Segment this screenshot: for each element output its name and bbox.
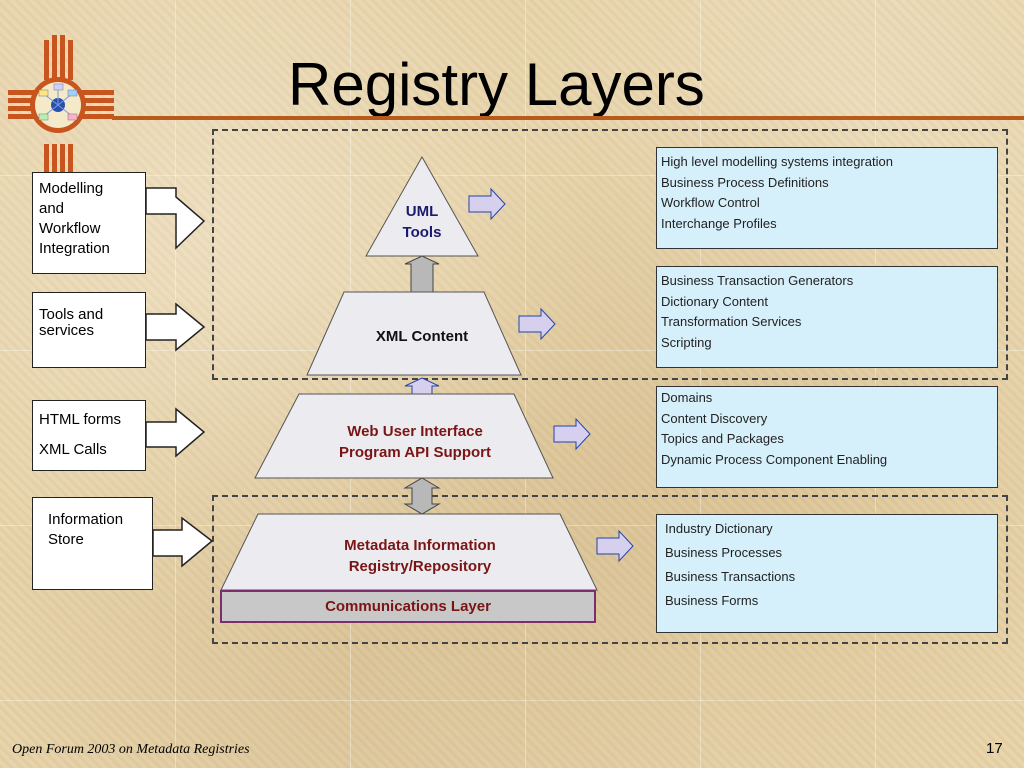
left-box-information-store: Information Store xyxy=(32,497,153,590)
uml-tools-label: UML Tools xyxy=(382,201,462,243)
left-box-line: Integration xyxy=(39,240,110,257)
right-arrow xyxy=(518,307,556,341)
double-arrow-connector xyxy=(403,477,441,515)
left-arrow xyxy=(145,187,206,250)
metadata-label-line: Registry/Repository xyxy=(348,558,492,575)
web-ui-label-line: Program API Support xyxy=(339,444,491,461)
info-box-web: Domains Content Discovery Topics and Pac… xyxy=(656,386,998,488)
right-arrow xyxy=(468,187,506,221)
info-item: Dynamic Process Component Enabling xyxy=(661,451,888,467)
web-ui-trapezoid xyxy=(254,393,554,479)
metadata-trapezoid xyxy=(220,513,598,591)
zia-sun-symbol-icon xyxy=(8,35,114,189)
bg-grid-line xyxy=(0,700,1024,701)
slide-title: Registry Layers xyxy=(288,51,705,118)
bg-grid-line xyxy=(350,0,351,768)
left-box-line: XML Calls xyxy=(39,441,107,458)
left-box-modelling: Modelling and Workflow Integration xyxy=(32,172,146,274)
left-box-line: Store xyxy=(48,531,84,548)
web-ui-label-line: Web User Interface xyxy=(347,423,483,440)
left-box-line: Workflow xyxy=(39,220,101,237)
info-box-uml: High level modelling systems integration… xyxy=(656,147,998,249)
info-item: Workflow Control xyxy=(661,195,760,210)
info-item: Interchange Profiles xyxy=(661,215,777,231)
info-item: Dictionary Content xyxy=(661,293,768,309)
info-item: Topics and Packages xyxy=(661,431,784,446)
title-rule xyxy=(112,116,1024,120)
info-item: Business Transactions xyxy=(665,569,796,584)
left-box-tools: Tools and services xyxy=(32,292,146,368)
up-arrow-connector xyxy=(404,377,440,395)
bg-grid-line xyxy=(0,350,1024,351)
info-item: Business Processes xyxy=(665,545,783,560)
left-box-html: HTML forms XML Calls xyxy=(32,400,146,471)
info-item: High level modelling systems integration xyxy=(661,154,893,169)
xml-content-trapezoid xyxy=(306,291,522,376)
left-arrow xyxy=(152,516,214,568)
metadata-label-line: Metadata Information xyxy=(344,537,496,554)
left-box-line: Tools and xyxy=(39,306,104,323)
info-item: Scripting xyxy=(661,334,712,350)
info-item: Content Discovery xyxy=(661,410,768,426)
info-box-metadata: Industry Dictionary Business Processes B… xyxy=(656,514,998,633)
left-arrow xyxy=(145,407,206,458)
left-box-line: Information xyxy=(48,511,124,528)
xml-content-label: XML Content xyxy=(375,328,469,345)
left-box-line: and xyxy=(39,200,65,217)
right-arrow xyxy=(553,417,591,451)
right-arrow xyxy=(596,529,634,563)
bg-grid-line xyxy=(700,0,701,768)
info-box-xml: Business Transaction Generators Dictiona… xyxy=(656,266,998,368)
left-arrow xyxy=(145,302,206,352)
info-item: Transformation Services xyxy=(661,314,802,329)
left-box-line: HTML forms xyxy=(39,411,121,428)
info-item: Business Process Definitions xyxy=(661,174,829,190)
bg-grid-line xyxy=(875,0,876,768)
web-ui-label: Web User Interface Program API Support xyxy=(300,421,530,463)
info-item: Business Forms xyxy=(665,593,759,608)
info-item: Business Transaction Generators xyxy=(661,273,854,288)
footer-text: Open Forum 2003 on Metadata Registries xyxy=(12,742,250,757)
bg-grid-line xyxy=(175,0,176,768)
uml-label-line: UML xyxy=(405,203,439,220)
uml-tools-triangle xyxy=(365,155,479,257)
left-box-line: Modelling xyxy=(39,180,104,197)
dashed-group-lower xyxy=(212,495,1008,644)
metadata-label: Metadata Information Registry/Repository xyxy=(300,535,540,577)
left-box-line: services xyxy=(39,322,95,339)
bg-grid-line xyxy=(0,175,1024,176)
dashed-group-upper xyxy=(212,129,1008,380)
up-arrow-connector xyxy=(404,255,440,293)
info-item: Domains xyxy=(661,390,713,405)
uml-label-line: Tools xyxy=(402,224,442,241)
communications-layer: Communications Layer xyxy=(220,590,596,623)
page-number: 17 xyxy=(986,740,1003,757)
info-item: Industry Dictionary xyxy=(665,521,773,536)
bg-grid-line xyxy=(525,0,526,768)
